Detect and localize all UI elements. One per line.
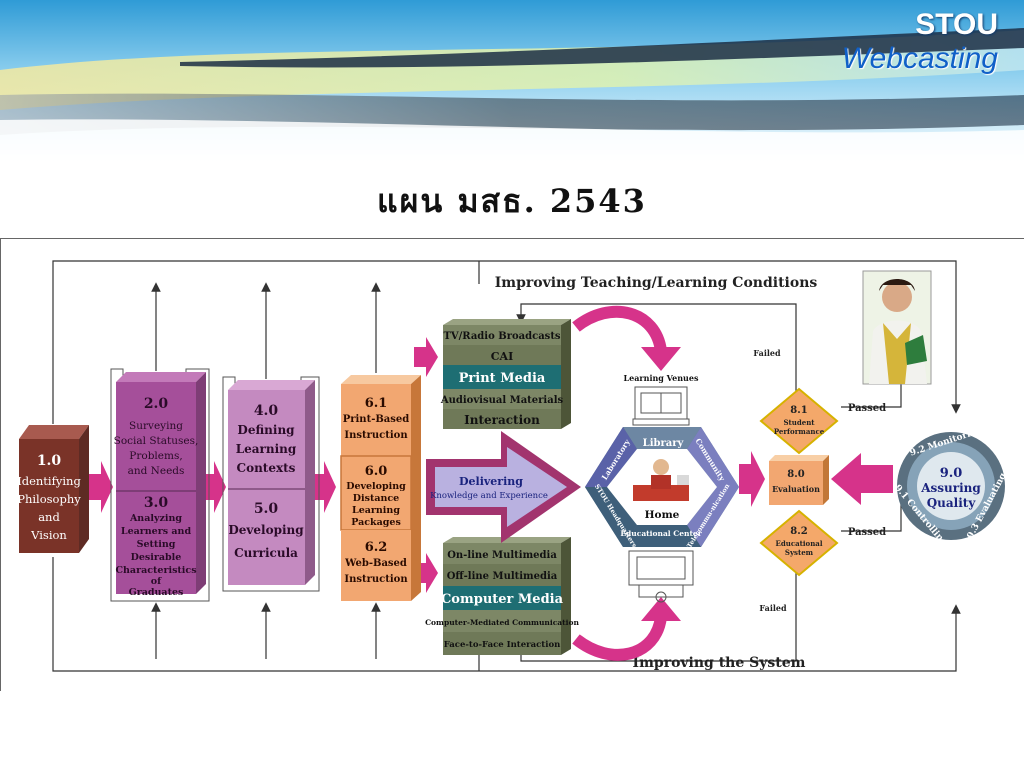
- box-1-0-l1: Identifying: [17, 474, 81, 488]
- box-5-0-l2: Curricula: [234, 546, 298, 560]
- eval-8-1-num: 8.1: [790, 405, 807, 416]
- box-6-stack: [340, 375, 421, 601]
- box-6-0-l2: Distance: [353, 493, 399, 504]
- quality-ring: [897, 432, 1005, 540]
- box-6-0-l4: Packages: [351, 517, 401, 528]
- box-6-2-l2: Instruction: [344, 574, 408, 585]
- top-loop-label: Improving Teaching/Learning Conditions: [495, 275, 818, 291]
- media-bottom-1: Off-line Multimedia: [447, 571, 558, 582]
- media-bottom-3: Computer-Mediated Communication: [425, 618, 579, 627]
- box-5-0-num: 5.0: [254, 501, 279, 517]
- media-bottom-4: Face-to-Face Interaction: [444, 640, 561, 650]
- box-3-0-l4: Desirable: [131, 552, 182, 563]
- box-5-0-l1: Developing: [228, 523, 304, 537]
- box-4-0-num: 4.0: [254, 403, 279, 419]
- library-icon: [632, 386, 690, 426]
- box-6-1-l2: Instruction: [344, 430, 408, 441]
- eval-8-1-l1: Student: [783, 418, 815, 427]
- slide-title: แผน มสธ. 2543: [377, 182, 647, 220]
- box-6-0-l1: Developing: [346, 481, 406, 492]
- media-top-2: Print Media: [459, 371, 546, 386]
- eval-8-2-l1: Educational: [776, 539, 823, 548]
- eval-8-0-num: 8.0: [787, 469, 804, 480]
- media-bottom-stack: [443, 537, 571, 655]
- media-bottom-2: Computer Media: [441, 592, 564, 607]
- media-top-3: Audiovisual Materials: [440, 395, 564, 406]
- box-4-0-l1: Defining: [237, 423, 295, 437]
- delivering-arrow: [426, 431, 581, 543]
- stage-arrows: [89, 337, 893, 593]
- box-6-1-l1: Print-Based: [343, 414, 410, 425]
- box-2-0-num: 2.0: [144, 396, 169, 412]
- media-top-stack: [443, 319, 571, 429]
- media-top-4: Interaction: [464, 413, 540, 427]
- curved-arrows: [572, 305, 681, 661]
- box-2-3-group: [110, 368, 210, 602]
- box-1-0-l4: Vision: [30, 528, 67, 542]
- box-4-0-l3: Contexts: [237, 461, 296, 475]
- box-6-2-l1: Web-Based: [344, 558, 407, 569]
- bottom-loop-label: Improving the System: [633, 655, 806, 671]
- box-1-0-num: 1.0: [37, 453, 62, 469]
- box-3-0-l2: Learners and: [121, 526, 192, 537]
- box-4-5-group: [222, 376, 320, 592]
- passed-label-top: Passed: [848, 403, 886, 414]
- hex-home: Home: [645, 509, 680, 521]
- home-illustration: [633, 459, 689, 501]
- box-1-0-l3: and: [38, 510, 60, 524]
- quality-l1: Assuring: [920, 481, 981, 495]
- computer-icon: [628, 550, 694, 603]
- header-banner: STOU Webcasting: [0, 0, 1024, 165]
- eval-diamond-8-1: [759, 387, 839, 455]
- brand-webcasting: Webcasting: [841, 42, 998, 75]
- eval-diamond-8-2: [759, 509, 839, 577]
- box-1-0: 1.0 Identifying Philosophy and Vision: [17, 425, 89, 553]
- box-2-0-l3: Problems,: [129, 450, 182, 462]
- diagram-frame: Improving Teaching/Learning Conditions I…: [0, 238, 1024, 691]
- failed-label-bottom: Failed: [759, 603, 787, 613]
- learning-venues-label: Learning Venues: [624, 373, 699, 383]
- media-bottom-0: On-line Multimedia: [447, 550, 557, 561]
- graduate-photo: [862, 270, 932, 385]
- box-4-0-l2: Learning: [236, 442, 297, 456]
- failed-label-top: Failed: [753, 348, 781, 358]
- box-6-2-num: 6.2: [365, 540, 388, 555]
- box-6-1-num: 6.1: [365, 396, 388, 411]
- brand-block: STOU Webcasting: [842, 8, 998, 76]
- box-3-0-l7: Graduates: [129, 587, 184, 598]
- box-3-0-l6: of: [151, 576, 162, 587]
- feedback-loop: [52, 260, 961, 672]
- box-2-0-l1: Surveying: [129, 420, 183, 432]
- brand-stou: STOU: [915, 8, 998, 41]
- box-3-0-num: 3.0: [144, 495, 169, 511]
- quality-num: 9.0: [940, 466, 963, 481]
- eval-8-2-l2: System: [785, 548, 814, 557]
- delivering-subtitle: Knowledge and Experience: [430, 491, 548, 501]
- quality-l2: Quality: [927, 496, 977, 510]
- eval-8-2-num: 8.2: [790, 526, 807, 537]
- eval-box-8-0: [769, 455, 829, 505]
- hex-educational-center: Educational Center: [620, 529, 702, 538]
- media-top-1: CAI: [491, 350, 513, 363]
- box-3-0-l1: Analyzing: [129, 513, 182, 524]
- box-3-0-l3: Setting: [137, 539, 176, 550]
- box-1-0-l2: Philosophy: [17, 492, 81, 506]
- box-6-0-l3: Learning: [352, 505, 400, 516]
- passed-label-bottom: Passed: [848, 527, 886, 538]
- eval-8-0-l1: Evaluation: [772, 484, 820, 494]
- box-2-0-l2: Social Statuses,: [114, 435, 199, 447]
- hex-library: Library: [643, 438, 685, 449]
- box-6-0-num: 6.0: [365, 464, 388, 479]
- banner-graphic: [0, 0, 1024, 165]
- delivering-title: Delivering: [459, 475, 523, 488]
- eval-8-1-l2: Performance: [774, 427, 825, 436]
- stou-plan-diagram: Improving Teaching/Learning Conditions I…: [17, 260, 1009, 672]
- box-2-0-l4: and Needs: [128, 465, 185, 477]
- box-3-0-l5: Characteristics: [115, 565, 196, 576]
- media-top-0: TV/Radio Broadcasts: [443, 331, 560, 342]
